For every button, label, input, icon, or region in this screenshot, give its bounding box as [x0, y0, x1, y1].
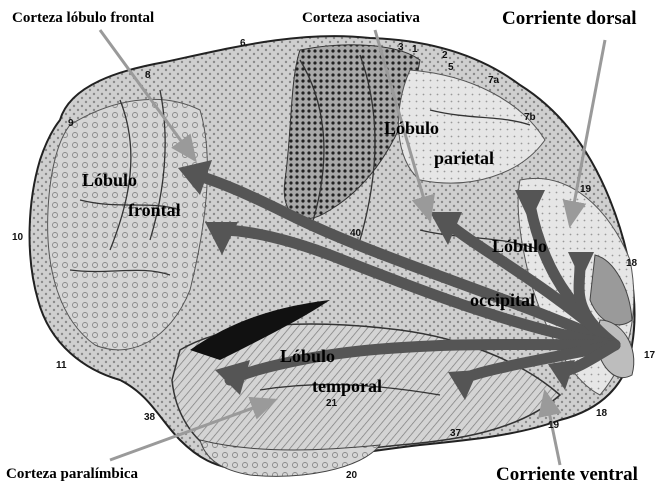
area-6: 6	[240, 38, 246, 49]
area-18-lower: 18	[596, 408, 607, 419]
ventral-stream-label: Corriente ventral	[496, 464, 638, 486]
parietal-lobe-label-2: parietal	[434, 148, 494, 169]
area-7a: 7a	[488, 75, 499, 86]
area-1: 1	[412, 44, 418, 55]
area-18-upper: 18	[626, 258, 637, 269]
area-38: 38	[144, 412, 155, 423]
area-40: 40	[350, 228, 361, 239]
area-3: 3	[398, 42, 404, 53]
area-19-lower: 19	[548, 420, 559, 431]
area-8: 8	[145, 70, 151, 81]
associative-cortex-label: Corteza asociativa	[302, 10, 420, 27]
temporal-lobe-label-1: Lóbulo	[280, 346, 335, 367]
paralimbic-cortex-label: Corteza paralímbica	[6, 466, 138, 483]
area-5: 5	[448, 62, 454, 73]
frontal-lobe-label-1: Lóbulo	[82, 170, 137, 191]
area-7b: 7b	[524, 112, 536, 123]
occipital-lobe-label-1: Lóbulo	[492, 236, 547, 257]
area-11: 11	[56, 360, 67, 371]
area-17: 17	[644, 350, 655, 361]
frontal-lobe-label-2: frontal	[128, 200, 181, 221]
occipital-lobe-label-2: occipital	[470, 290, 535, 311]
area-10: 10	[12, 232, 23, 243]
area-19-upper: 19	[580, 184, 591, 195]
temporal-lobe-label-2: temporal	[312, 376, 382, 397]
parietal-lobe-label-1: Lóbulo	[384, 118, 439, 139]
frontal-cortex-label: Corteza lóbulo frontal	[12, 10, 154, 27]
area-21: 21	[326, 398, 337, 409]
area-9: 9	[68, 118, 74, 129]
area-20: 20	[346, 470, 357, 481]
dorsal-stream-label: Corriente dorsal	[502, 8, 637, 30]
area-2: 2	[442, 50, 448, 61]
area-37: 37	[450, 428, 461, 439]
